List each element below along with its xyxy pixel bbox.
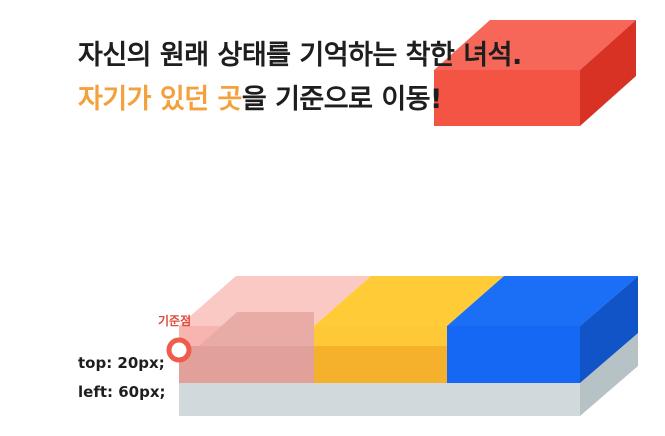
- headline-line-2: 자기가 있던 곳을 기준으로 이동!: [78, 82, 442, 118]
- pink-moved-box: [179, 312, 314, 383]
- left-offset-label: left: 60px;: [78, 383, 166, 401]
- red-box-side: [580, 20, 636, 126]
- red-box-top: [434, 20, 636, 70]
- gray-base: [179, 333, 638, 416]
- red-box-front: [434, 70, 580, 126]
- headline-highlight: 자기가 있던 곳: [78, 84, 242, 115]
- anchor-point-marker: [166, 337, 192, 363]
- blue-box-top: [447, 276, 638, 326]
- headline-rest: 을 기준으로 이동!: [241, 84, 443, 115]
- yellow-box: [314, 276, 504, 383]
- anchor-point-ring: [166, 337, 192, 363]
- top-offset-label: top: 20px;: [78, 354, 165, 372]
- yellow-box-lower-band: [314, 346, 447, 383]
- anchor-point-label: 기준점: [158, 314, 192, 328]
- blue-box-side: [580, 276, 638, 383]
- gray-base-side: [580, 333, 638, 416]
- pink-moved-front: [179, 346, 314, 383]
- gray-base-front: [179, 383, 580, 416]
- red-box: [434, 20, 636, 126]
- blue-box: [447, 276, 638, 383]
- blue-box-front: [447, 326, 580, 383]
- pink-moved-top: [199, 312, 314, 346]
- pink-ghost-top: [179, 276, 371, 326]
- yellow-box-top: [314, 276, 504, 326]
- headline-line-1: 자신의 원래 상태를 기억하는 착한 녀석.: [78, 40, 522, 71]
